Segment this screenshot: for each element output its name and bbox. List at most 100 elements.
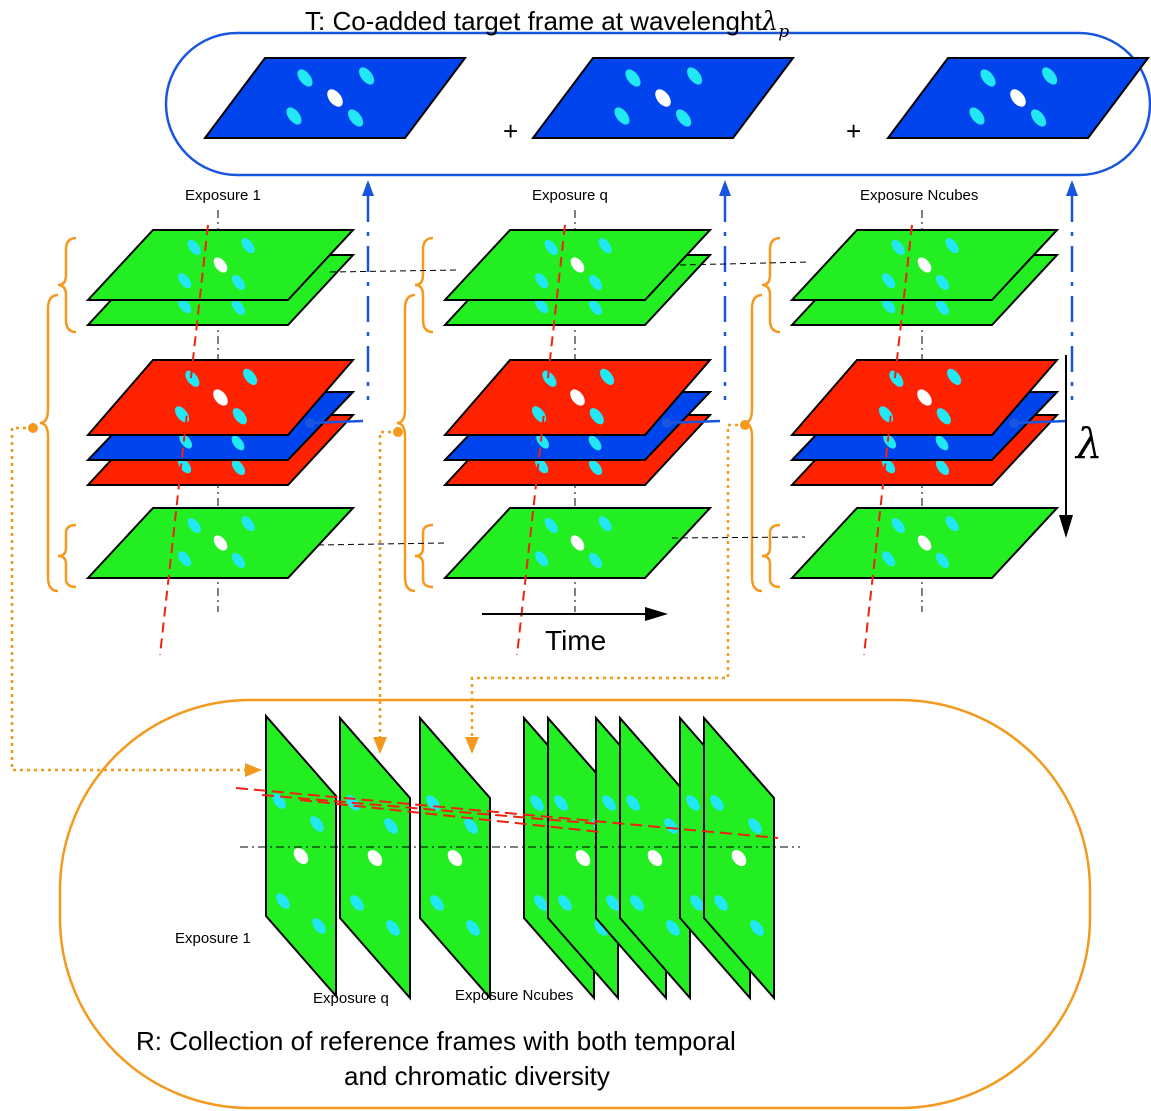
cyan-spot bbox=[535, 273, 549, 289]
cyan-spot bbox=[178, 551, 192, 567]
time-label: Time bbox=[545, 625, 606, 656]
cyan-spot bbox=[589, 408, 604, 425]
orange-brace bbox=[414, 523, 434, 589]
green-frame bbox=[442, 507, 713, 579]
exposure-stack-1 bbox=[39, 180, 374, 656]
cyan-spot bbox=[750, 920, 764, 936]
orange-brace bbox=[57, 523, 77, 589]
blue-arrowhead bbox=[719, 180, 731, 196]
ref-exposure-q-label: Exposure q bbox=[313, 990, 389, 1007]
cyan-spot bbox=[231, 299, 246, 316]
cyan-spot bbox=[241, 516, 255, 532]
exposure-stack-2 bbox=[396, 180, 731, 656]
red-dashed-line bbox=[159, 224, 209, 656]
cyan-spot bbox=[883, 434, 897, 449]
cyan-spot bbox=[935, 552, 950, 569]
orange-brace bbox=[743, 293, 763, 593]
cyan-spot bbox=[588, 274, 603, 291]
blue-arrowhead bbox=[1066, 180, 1078, 196]
cyan-spot bbox=[690, 895, 704, 911]
cyan-spot bbox=[286, 107, 302, 125]
cyan-spot bbox=[544, 517, 558, 534]
cyan-spot bbox=[625, 69, 641, 87]
target-frame-1 bbox=[203, 57, 467, 139]
green-frame bbox=[442, 229, 713, 301]
cyan-spot bbox=[231, 459, 246, 476]
white-spot bbox=[731, 850, 747, 866]
orange-connectors bbox=[10, 423, 745, 772]
cyan-spot bbox=[530, 795, 544, 811]
white-spot bbox=[917, 389, 932, 406]
cyan-spot bbox=[935, 459, 950, 476]
cyan-spot bbox=[614, 107, 630, 125]
cyan-spot bbox=[558, 895, 572, 911]
lambda-arrow bbox=[1059, 355, 1073, 538]
cyan-spot bbox=[243, 368, 258, 385]
cyan-spot bbox=[312, 918, 326, 934]
plus-sign-2: + bbox=[846, 116, 861, 146]
black-dashed-connector bbox=[671, 536, 806, 539]
cyan-spot bbox=[606, 895, 620, 911]
exposure-stacks bbox=[39, 180, 1078, 656]
blue-pointer-line bbox=[307, 419, 364, 425]
cyan-spot bbox=[384, 818, 398, 834]
orange-connector-arrowheads bbox=[245, 737, 479, 777]
orange-brace bbox=[39, 293, 59, 593]
target-frame-3 bbox=[886, 57, 1150, 139]
white-spot bbox=[213, 535, 228, 551]
red-dashed-line bbox=[863, 224, 913, 656]
ref-frame-ncubes-6 bbox=[703, 715, 775, 1001]
target-frames bbox=[203, 57, 1150, 139]
white-spot bbox=[293, 848, 309, 864]
cyan-spot bbox=[348, 109, 364, 127]
cyan-spot bbox=[666, 920, 680, 936]
cyan-spot bbox=[935, 299, 950, 316]
cyan-spot bbox=[686, 795, 700, 811]
cyan-spot bbox=[464, 818, 478, 834]
cyan-spot bbox=[536, 434, 550, 449]
white-spot bbox=[655, 89, 671, 107]
cyan-spot bbox=[687, 67, 703, 85]
cyan-spot bbox=[231, 552, 246, 569]
cyan-spot bbox=[598, 238, 612, 254]
cyan-spot bbox=[935, 274, 950, 291]
cyan-spot bbox=[882, 273, 896, 289]
reference-box-title-line1: R: Collection of reference frames with b… bbox=[136, 1026, 736, 1056]
cyan-spot bbox=[231, 274, 246, 291]
cyan-spot bbox=[588, 459, 603, 476]
blue-pointer-line bbox=[664, 419, 721, 425]
cyan-spot bbox=[600, 368, 615, 385]
plus-sign-1: + bbox=[503, 116, 518, 146]
orange-brace bbox=[761, 523, 781, 589]
ref-frame-ncubes-4 bbox=[619, 715, 691, 1001]
cyan-spot bbox=[1042, 67, 1058, 85]
blue-pointer-line bbox=[1011, 419, 1068, 425]
cyan-spot bbox=[630, 895, 644, 911]
white-spot bbox=[917, 257, 932, 273]
cyan-spot bbox=[602, 795, 616, 811]
cyan-spot bbox=[430, 895, 444, 911]
cyan-spot bbox=[534, 895, 548, 911]
cyan-spot bbox=[882, 458, 896, 474]
white-spot bbox=[570, 257, 585, 273]
exposure-stack-3 bbox=[743, 180, 1078, 656]
cyan-spot bbox=[276, 893, 290, 909]
cyan-spot bbox=[178, 458, 192, 474]
exposure-q-label: Exposure q bbox=[532, 187, 608, 204]
cyan-spot bbox=[891, 239, 905, 256]
black-dashed-connector bbox=[679, 261, 811, 266]
cyan-spot bbox=[297, 69, 313, 87]
cyan-spot bbox=[710, 795, 724, 811]
cyan-spot bbox=[945, 238, 959, 254]
cyan-spot bbox=[936, 408, 951, 425]
white-spot bbox=[447, 850, 463, 866]
cyan-spot bbox=[272, 793, 286, 809]
white-spot bbox=[213, 389, 228, 406]
cyan-spot bbox=[178, 298, 192, 314]
orange-brace bbox=[761, 236, 781, 334]
white-spot bbox=[1010, 89, 1026, 107]
white-spot bbox=[570, 389, 585, 406]
cyan-spot bbox=[544, 239, 558, 256]
reference-frame-box bbox=[58, 698, 1092, 1110]
